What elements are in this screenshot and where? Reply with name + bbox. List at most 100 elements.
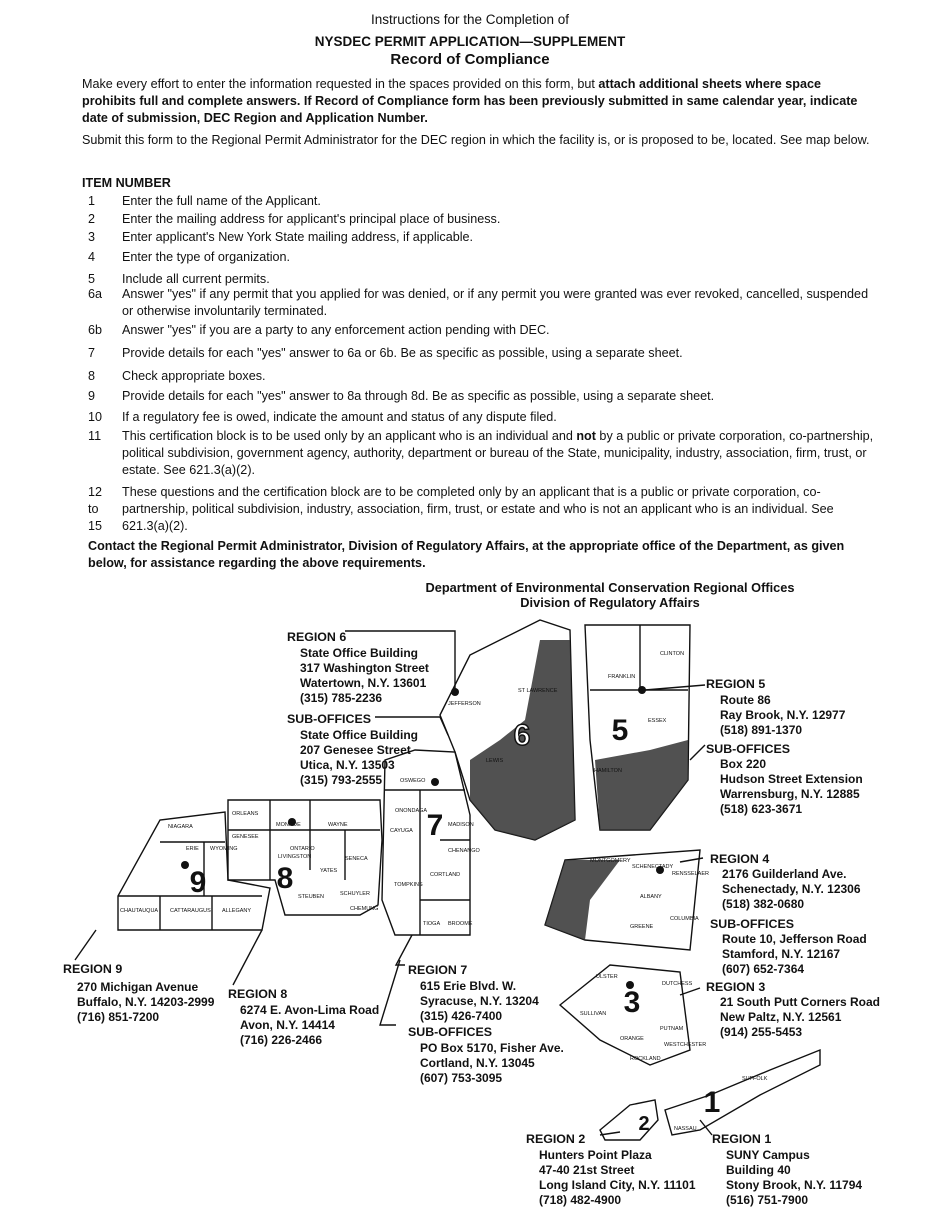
county-label: GREENE — [630, 924, 654, 930]
county-label: CLINTON — [660, 651, 684, 657]
county-label: NASSAU — [674, 1126, 697, 1132]
sub-office-address-line: (607) 652-7364 — [722, 962, 805, 976]
county-label: ERIE — [186, 846, 199, 852]
address-line: 270 Michigan Avenue — [77, 980, 199, 994]
county-label: SCHENECTADY — [632, 864, 673, 870]
page-title: Record of Compliance — [390, 51, 550, 68]
region-3-label: REGION 3 — [706, 980, 766, 994]
county-label: YATES — [320, 868, 338, 874]
address-line: (718) 482-4900 — [539, 1193, 622, 1207]
region-7-label: REGION 7 — [408, 963, 468, 977]
map-region-number: 7 — [427, 809, 444, 842]
item-text: Answer "yes" if any permit that you appl… — [122, 287, 869, 318]
region-5-label: REGION 5 — [706, 677, 766, 691]
item-text: Answer "yes" if you are a party to any e… — [122, 323, 550, 337]
county-label: MONROE — [276, 822, 301, 828]
address-line: Schenectady, N.Y. 12306 — [722, 882, 861, 896]
address-line: State Office Building — [300, 646, 419, 660]
address-line: 317 Washington Street — [300, 661, 429, 675]
item-number: 2 — [88, 212, 96, 226]
item-number: 8 — [88, 369, 96, 383]
county-label: WESTCHESTER — [664, 1042, 706, 1048]
sub-office-address-line: (315) 793-2555 — [300, 773, 383, 787]
county-label: STEUBEN — [298, 894, 324, 900]
item-text: If a regulatory fee is owed, indicate th… — [122, 410, 557, 424]
address-line: Watertown, N.Y. 13601 — [300, 676, 427, 690]
address-line: SUNY Campus — [726, 1148, 810, 1162]
sub-office-address-line: (518) 623-3671 — [720, 802, 803, 816]
county-label: LIVINGSTON — [278, 854, 311, 860]
item-emphasis: not — [576, 429, 596, 443]
address-line: (716) 851-7200 — [77, 1010, 160, 1024]
item-number: 4 — [88, 250, 96, 264]
county-label: ST LAWRENCE — [518, 688, 558, 694]
address-line: 6274 E. Avon-Lima Road — [240, 1003, 380, 1017]
county-label: ONONDAGA — [395, 808, 427, 814]
sub-offices-label: SUB-OFFICES — [408, 1025, 492, 1039]
address-line: (516) 751-7900 — [726, 1193, 809, 1207]
sub-office-address-line: State Office Building — [300, 728, 419, 742]
county-label: SENECA — [345, 856, 368, 862]
county-label: RENSSELAER — [672, 871, 709, 877]
address-line: Building 40 — [726, 1163, 791, 1177]
county-label: SULLIVAN — [580, 1011, 606, 1017]
county-label: SCHUYLER — [340, 891, 370, 897]
item-number: 10 — [88, 410, 103, 424]
sub-offices-label: SUB-OFFICES — [706, 742, 790, 756]
address-line: Stony Brook, N.Y. 11794 — [726, 1178, 863, 1192]
address-line: 615 Erie Blvd. W. — [420, 979, 517, 993]
address-line: Buffalo, N.Y. 14203-2999 — [77, 995, 215, 1009]
sub-office-address-line: Cortland, N.Y. 13045 — [420, 1056, 535, 1070]
county-label: LEWIS — [486, 758, 503, 764]
item-number: 12 to 15 — [88, 485, 103, 533]
item-text: Include all current permits. — [122, 272, 270, 286]
county-label: ALBANY — [640, 894, 662, 900]
address-line: (914) 255-5453 — [720, 1025, 803, 1039]
sub-office-address-line: Hudson Street Extension — [720, 772, 863, 786]
county-label: MADISON — [448, 822, 474, 828]
county-label: MONTGOMERY — [590, 858, 631, 864]
county-label: ROCKLAND — [630, 1056, 661, 1062]
region-9-outline — [117, 811, 271, 931]
item-text-part: This certification block is to be used o… — [122, 429, 577, 443]
region-3-outline — [558, 964, 691, 1066]
map-region-number: 2 — [638, 1113, 649, 1135]
sub-office-address-line: PO Box 5170, Fisher Ave. — [420, 1041, 564, 1055]
item-text: Enter applicant's New York State mailing… — [122, 230, 474, 244]
item-number: 3 — [88, 230, 96, 244]
county-label: SUFFOLK — [742, 1076, 768, 1082]
item-text-part: by a public or private corporation, co-p… — [122, 429, 874, 477]
county-label: DUTCHESS — [662, 981, 693, 987]
county-label: NIAGARA — [168, 824, 193, 830]
region-4-outline — [544, 849, 701, 951]
county-label: FRANKLIN — [608, 674, 635, 680]
items-heading: ITEM NUMBER — [82, 176, 171, 190]
map-title-line1: Department of Environmental Conservation… — [425, 580, 795, 595]
county-label: CATTARAUGUS — [170, 908, 211, 914]
county-label: HAMILTON — [594, 768, 622, 774]
county-label: ORANGE — [620, 1036, 644, 1042]
region-4-label: REGION 4 — [710, 852, 770, 866]
item-number: 1 — [88, 194, 96, 208]
item-text: Check appropriate boxes. — [122, 369, 266, 383]
county-label: ESSEX — [648, 718, 667, 724]
sub-office-address-line: Utica, N.Y. 13503 — [300, 758, 395, 772]
address-line: 21 South Putt Corners Road — [720, 995, 881, 1009]
sub-office-address-line: Stamford, N.Y. 12167 — [722, 947, 841, 961]
sub-office-address-line: 207 Genesee Street — [300, 743, 411, 757]
region-8-label: REGION 8 — [228, 987, 288, 1001]
item-text: Enter the type of organization. — [122, 250, 291, 264]
item-number: 6a — [88, 287, 103, 301]
county-label: WAYNE — [328, 822, 348, 828]
map-region-number: 6 — [514, 719, 531, 752]
region-2-label: REGION 2 — [526, 1132, 586, 1146]
item-number: 11 — [88, 429, 102, 443]
map-region-number: 3 — [624, 986, 641, 1019]
county-label: CHAUTAUQUA — [120, 908, 158, 914]
item-text: Enter the full name of the Applicant. — [122, 194, 321, 208]
region-7-outline — [381, 749, 471, 936]
region-6-shading — [470, 640, 575, 840]
county-label: CAYUGA — [390, 828, 413, 834]
item-text: These questions and the certification bl… — [122, 485, 834, 533]
map-region-number: 1 — [704, 1086, 721, 1119]
